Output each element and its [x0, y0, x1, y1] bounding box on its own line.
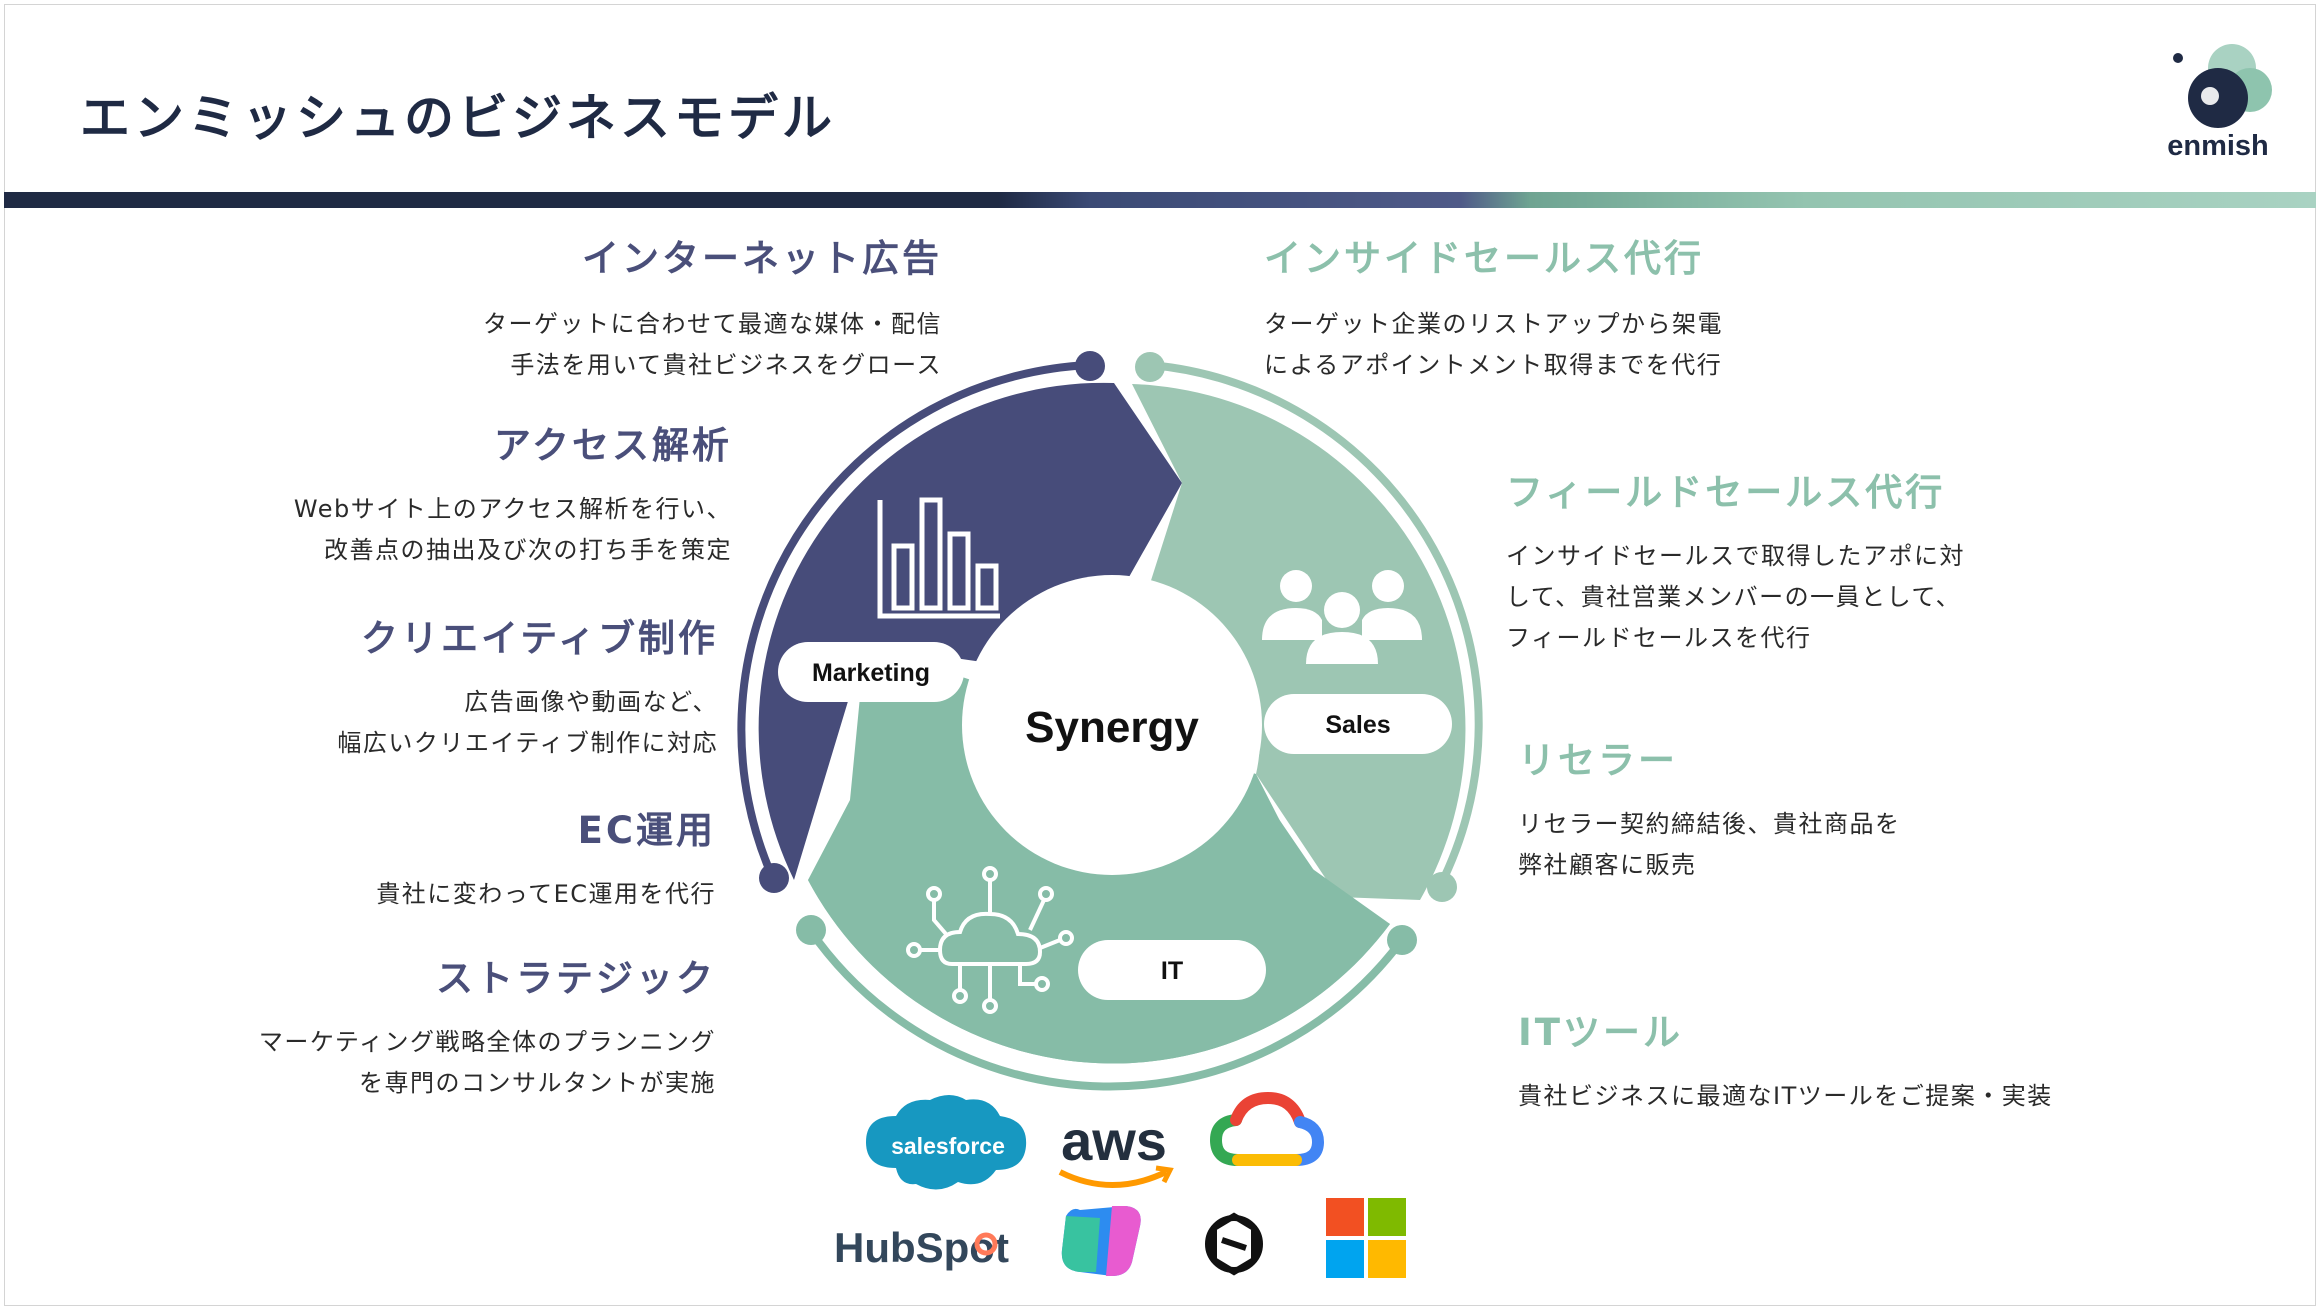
svg-text:HubSpot: HubSpot	[834, 1224, 1009, 1271]
it-ring	[806, 927, 1406, 1091]
microsoft-logo	[1326, 1198, 1406, 1278]
service-inside-sales: インサイドセールス代行 ターゲット企業のリストアップから架電によるアポイントメン…	[1264, 228, 1723, 386]
ring-dot	[1075, 351, 1105, 381]
service-description: インサイドセールスで取得したアポに対して、貴社営業メンバーの一員として、フィール…	[1506, 542, 1965, 652]
cloud-network-icon	[906, 866, 1074, 1014]
enmish-logo: enmish	[2158, 40, 2278, 170]
service-title: ITツール	[1518, 1011, 1684, 1054]
ring-dot	[759, 863, 789, 893]
enmish-logo-icon	[2173, 44, 2272, 128]
ring-dot	[796, 915, 826, 945]
hubspot-logo: HubSpot	[834, 1224, 1009, 1271]
service-strategic: ストラテジック マーケティング戦略全体のプランニングを専門のコンサルタントが実施	[259, 948, 716, 1104]
svg-text:salesforce: salesforce	[891, 1133, 1005, 1159]
service-title: クリエイティブ制作	[360, 617, 718, 660]
ring-dot	[1387, 925, 1417, 955]
marketing-segment	[758, 382, 1182, 880]
service-description: リセラー契約締結後、貴社商品を弊社顧客に販売	[1518, 810, 1901, 879]
slide-frame	[4, 4, 2316, 1306]
copilot-logo	[1061, 1206, 1141, 1276]
service-title: EC運用	[577, 809, 716, 852]
sales-pill: Sales	[1264, 694, 1452, 754]
service-it-tools: ITツール 貴社ビジネスに最適なITツールをご提案・実装	[1518, 1002, 2053, 1117]
service-description: 貴社に変わってEC運用を代行	[376, 880, 716, 908]
marketing-ring	[737, 361, 1091, 878]
service-description: Webサイト上のアクセス解析を行い、改善点の抽出及び次の打ち手を策定	[293, 495, 732, 564]
openai-logo	[1205, 1212, 1263, 1276]
service-internet-ads: インターネット広告 ターゲットに合わせて最適な媒体・配信手法を用いて貴社ビジネス…	[483, 228, 942, 386]
center-label: Synergy	[1025, 703, 1199, 752]
service-title: インサイドセールス代行	[1264, 237, 1704, 280]
service-reseller: リセラー リセラー契約締結後、貴社商品を弊社顧客に販売	[1518, 730, 1901, 886]
salesforce-logo: salesforce	[866, 1095, 1027, 1190]
marketing-pill: Marketing	[778, 642, 964, 702]
svg-text:aws: aws	[1061, 1109, 1167, 1172]
service-title: フィールドセールス代行	[1506, 471, 1946, 514]
center-circle	[962, 575, 1262, 875]
logo-text: enmish	[2167, 130, 2269, 162]
sales-segment	[1132, 384, 1466, 900]
service-title: ストラテジック	[436, 957, 716, 1000]
google-cloud-logo	[1209, 1091, 1325, 1166]
service-description: 貴社ビジネスに最適なITツールをご提案・実装	[1518, 1082, 2053, 1110]
service-title: インターネット広告	[582, 237, 942, 280]
aws-logo: aws	[1058, 1109, 1174, 1188]
bar-chart-icon	[877, 497, 1000, 619]
header-divider	[4, 192, 2316, 208]
service-creative: クリエイティブ制作 広告画像や動画など、幅広いクリエイティブ制作に対応	[337, 608, 718, 764]
ring-dot	[1427, 872, 1457, 902]
sales-ring	[1149, 361, 1483, 888]
marketing-label: Marketing	[812, 659, 930, 687]
it-pill: IT	[1078, 940, 1266, 1000]
service-field-sales: フィールドセールス代行 インサイドセールスで取得したアポに対して、貴社営業メンバ…	[1506, 462, 1965, 659]
page-title: エンミッシュのビジネスモデル	[80, 89, 836, 147]
service-description: マーケティング戦略全体のプランニングを専門のコンサルタントが実施	[258, 1028, 716, 1097]
service-description: ターゲット企業のリストアップから架電によるアポイントメント取得までを代行	[1264, 310, 1723, 379]
ring-dot	[1135, 352, 1165, 382]
service-description: ターゲットに合わせて最適な媒体・配信手法を用いて貴社ビジネスをグロース	[483, 310, 942, 379]
people-icon	[1262, 570, 1422, 664]
service-description: 広告画像や動画など、幅広いクリエイティブ制作に対応	[337, 688, 718, 757]
service-ec: EC運用 貴社に変わってEC運用を代行	[376, 800, 716, 915]
sales-label: Sales	[1325, 711, 1390, 739]
service-access-analysis: アクセス解析 Webサイト上のアクセス解析を行い、改善点の抽出及び次の打ち手を策…	[294, 415, 732, 571]
it-label: IT	[1161, 957, 1183, 985]
service-title: アクセス解析	[493, 424, 732, 467]
service-title: リセラー	[1518, 739, 1678, 782]
